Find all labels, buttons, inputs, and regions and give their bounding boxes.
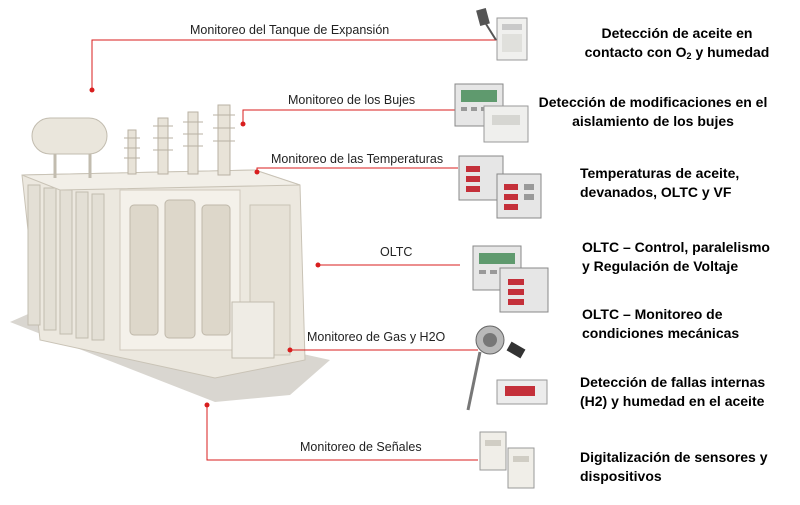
- desc-oil-line1: Detección de aceite en: [601, 25, 753, 41]
- signal-module-device-icon: [479, 431, 535, 489]
- label-bushings: Monitoreo de los Bujes: [288, 93, 416, 107]
- radiator-fins: [27, 184, 105, 341]
- label-gas-h2o: Monitoreo de Gas y H2O: [307, 330, 446, 344]
- desc-oltc-control-line2: y Regulación de Voltaje: [582, 258, 739, 274]
- desc-oltc-mech-line2: condiciones mecánicas: [582, 325, 740, 341]
- control-cabinet: [231, 301, 275, 359]
- desc-digitalization: Digitalización de sensores y dispositivo…: [580, 448, 768, 486]
- desc-bushings-line1: Detección de modificaciones en el: [538, 94, 768, 110]
- oltc-controller-device-icon: [472, 245, 549, 313]
- transformer-windings: [129, 199, 231, 339]
- desc-bushings-line2: aislamiento de los bujes: [572, 113, 734, 129]
- desc-temperatures: Temperaturas de aceite, devanados, OLTC …: [580, 164, 739, 202]
- desc-oil-line2: contacto con O2 y humedad: [584, 44, 770, 61]
- desc-digital-line1: Digitalización de sensores y: [580, 449, 768, 465]
- transformer-icon: [10, 104, 330, 402]
- desc-oltc-mechanical: OLTC – Monitoreo de condiciones mecánica…: [582, 305, 739, 343]
- label-expansion-tank: Monitoreo del Tanque de Expansión: [190, 23, 390, 37]
- desc-oil-detection: Detección de aceite en contacto con O2 y…: [572, 24, 782, 66]
- bushings: [127, 104, 231, 176]
- label-temperatures: Monitoreo de las Temperaturas: [271, 152, 444, 166]
- connector-expansion-tank: [91, 39, 500, 90]
- temperature-monitor-device-icon: [458, 155, 542, 219]
- bushing-monitor-device-icon: [454, 83, 529, 143]
- oil-sensor-device-icon: [476, 7, 528, 61]
- desc-oltc-control: OLTC – Control, paralelismo y Regulación…: [582, 238, 770, 276]
- label-oltc: OLTC: [380, 245, 413, 259]
- desc-temp-line1: Temperaturas de aceite,: [580, 165, 740, 181]
- desc-digital-line2: dispositivos: [580, 468, 662, 484]
- connector-endpoints: [89, 87, 321, 408]
- gas-h2o-sensor-device-icon: [466, 325, 548, 411]
- conservator-tank: [31, 117, 108, 155]
- desc-faults-line2: (H2) y humedad en el aceite: [580, 393, 765, 409]
- connector-signals: [206, 405, 478, 461]
- desc-bushings: Detección de modificaciones en el aislam…: [528, 93, 778, 131]
- bushing-sheds: [124, 114, 235, 159]
- desc-internal-faults: Detección de fallas internas (H2) y hume…: [580, 373, 765, 411]
- desc-oltc-mech-line1: OLTC – Monitoreo de: [582, 306, 723, 322]
- connector-temperatures: [256, 167, 458, 172]
- desc-oltc-control-line1: OLTC – Control, paralelismo: [582, 239, 770, 255]
- connector-bushings: [242, 109, 458, 124]
- label-signals: Monitoreo de Señales: [300, 440, 422, 454]
- desc-faults-line1: Detección de fallas internas: [580, 374, 766, 390]
- desc-temp-line2: devanados, OLTC y VF: [580, 184, 732, 200]
- connector-lines: [91, 39, 500, 461]
